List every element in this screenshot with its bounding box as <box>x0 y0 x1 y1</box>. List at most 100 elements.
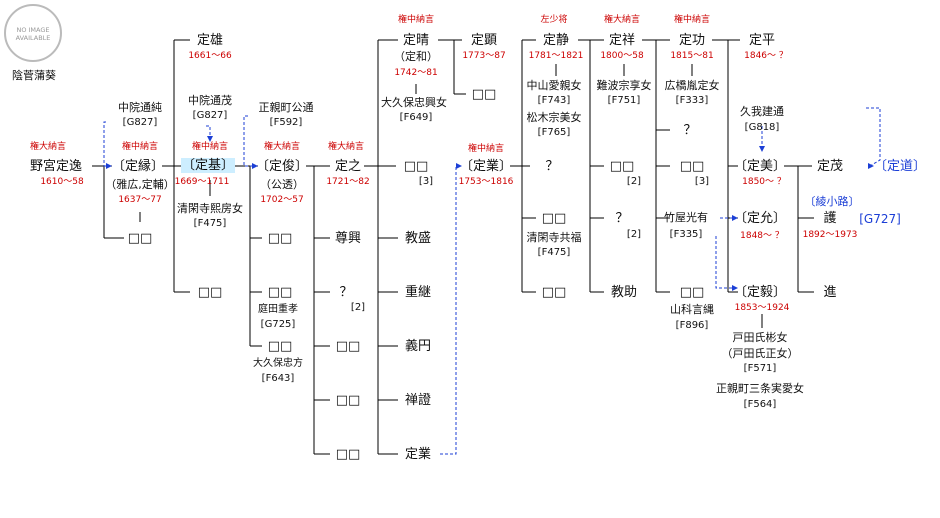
takeya-mitsuari-ref: [F335] <box>669 229 703 240</box>
sadamoto-name[interactable]: 〔定基〕 <box>180 158 236 173</box>
nakanoin-michishige-ref: [G827] <box>192 110 228 121</box>
yamashina-tokitsuna-ref: [F896] <box>675 320 709 331</box>
nakayama-chikaaki-jo-name[interactable]: 中山愛親女 <box>526 79 582 92</box>
unknown-i: □□ <box>403 159 429 174</box>
unknown-d: □□ <box>267 285 293 300</box>
sadanari-years: 1753～1816 <box>458 177 514 187</box>
sadayori-name[interactable]: 〔定縁〕 <box>111 159 165 174</box>
sadayoshi-years: 1800～58 <box>600 51 644 61</box>
sadami-years: 1850～ ？ <box>742 177 786 187</box>
nakanoin-michizumi-name[interactable]: 中院通純 <box>118 101 162 114</box>
toda-ujiyoshi-jo-ref: [F571] <box>743 363 777 374</box>
okubo-tadaoki-jo-ref: [F649] <box>399 112 433 123</box>
sadashizu-title: 左少将 <box>540 15 568 25</box>
sadamoto-title: 権中納言 <box>191 142 229 152</box>
sadaharu-title: 権中納言 <box>397 15 435 25</box>
niwata-shigetaka-name[interactable]: 庭田重孝 <box>258 304 298 315</box>
sadanari-b-name[interactable]: 定業 <box>404 447 432 462</box>
ayanokoji-house[interactable]: 〔綾小路〕 <box>804 195 860 208</box>
sadanari-name[interactable]: 〔定業〕 <box>459 159 513 174</box>
sadashizu-name[interactable]: 定静 <box>542 33 570 48</box>
note-2c: [2] <box>626 229 642 240</box>
seikanji-tomofuku-name[interactable]: 清閑寺共福 <box>526 231 582 244</box>
sadaisao-title: 権中納言 <box>673 15 711 25</box>
unknown-k: □□ <box>541 211 567 226</box>
mamoru-name[interactable]: 護 <box>823 211 837 226</box>
sadayoshi-title: 権大納言 <box>603 15 641 25</box>
question-b: ？ <box>545 159 559 174</box>
note-2b: [2] <box>626 176 642 187</box>
kuga-takemichi-ref: [G818] <box>744 122 780 133</box>
unknown-e: □□ <box>267 339 293 354</box>
mamoru-years: 1892～1973 <box>802 230 858 240</box>
sadahaya-years: 1610～58 <box>40 177 84 187</box>
okubo-tadaoki-jo-name[interactable]: 大久保忠興女 <box>381 96 447 109</box>
sadaisao-name[interactable]: 定功 <box>678 33 706 48</box>
sadatake-name[interactable]: 〔定毅〕 <box>733 285 787 300</box>
matsuki-muneyoshi-jo-ref: [F765] <box>537 127 571 138</box>
okubo-tadakata-name[interactable]: 大久保忠方 <box>253 358 303 369</box>
note-2a: [2] <box>350 302 366 313</box>
unknown-c: □□ <box>267 231 293 246</box>
sadashizu-years: 1781～1821 <box>528 51 584 61</box>
norimori-name[interactable]: 教盛 <box>404 231 432 246</box>
question-a: ？ <box>339 285 353 300</box>
zensho-name[interactable]: 禅證 <box>404 393 432 408</box>
note-3a: [3] <box>418 176 434 187</box>
sadayoshi-name[interactable]: 定祥 <box>608 33 636 48</box>
sadatake-years: 1853～1924 <box>734 303 790 313</box>
ogimachi-kinmichi-ref: [F592] <box>269 117 303 128</box>
nanba-muneyuki-jo-ref: [F751] <box>607 95 641 106</box>
sadao-name[interactable]: 定雄 <box>196 33 224 48</box>
nakanoin-michishige-name[interactable]: 中院通茂 <box>188 94 232 107</box>
hirohashi-tanesada-jo-name[interactable]: 広橋胤定女 <box>664 79 720 92</box>
seikanji-tomofuku-ref: [F475] <box>537 247 571 258</box>
ayanokoji-ref[interactable]: [G727] <box>859 212 901 226</box>
sadahaya-name[interactable]: 野宮定逸 <box>29 159 83 174</box>
yoshien-name[interactable]: 義円 <box>404 339 432 354</box>
sadaaki-name[interactable]: 定顕 <box>470 33 498 48</box>
unknown-n: □□ <box>679 159 705 174</box>
sadashige-name[interactable]: 定茂 <box>816 159 844 174</box>
sadahira-name[interactable]: 定平 <box>748 33 776 48</box>
sadatoshi-years: 1702～57 <box>260 195 304 205</box>
unknown-m: □□ <box>609 159 635 174</box>
sonko-name[interactable]: 尊興 <box>334 231 362 246</box>
nanba-muneyuki-jo-name[interactable]: 難波宗享女 <box>596 79 652 92</box>
unknown-a: □□ <box>127 231 153 246</box>
toda-ujiyoshi-jo-name[interactable]: 戸田氏彬女 <box>732 331 788 344</box>
sadaharu-name[interactable]: 定晴 <box>402 33 430 48</box>
sadatoshi-alias: （公透） <box>260 178 304 191</box>
seikanji-hirofusa-jo-name[interactable]: 清閑寺熙房女 <box>177 202 243 215</box>
sadaisao-years: 1815～81 <box>670 51 714 61</box>
ogimachisanjo-saneai-jo-name[interactable]: 正親町三条実愛女 <box>716 382 804 395</box>
ogimachi-kinmichi-name[interactable]: 正親町公通 <box>258 101 314 114</box>
unknown-o: □□ <box>679 285 705 300</box>
unknown-b: □□ <box>197 285 223 300</box>
toda-ujiyoshi-jo-alias: （戸田氏正女） <box>721 347 799 360</box>
sadayuki-name[interactable]: 定之 <box>334 159 362 174</box>
unknown-h: □□ <box>335 447 361 462</box>
sadamitsu-name[interactable]: 〔定允〕 <box>733 211 787 226</box>
shigetsugu-name[interactable]: 重継 <box>404 285 432 300</box>
question-c: ？ <box>615 211 629 226</box>
sadatoshi-title: 権大納言 <box>263 142 301 152</box>
seikanji-hirofusa-jo-ref: [F475] <box>193 218 227 229</box>
takeya-mitsuari-name[interactable]: 竹屋光有 <box>664 211 708 224</box>
ogimachisanjo-saneai-jo-ref: [F564] <box>743 399 777 410</box>
sadamichi-name[interactable]: 〔定道〕 <box>873 159 927 174</box>
susumu-name[interactable]: 進 <box>823 285 837 300</box>
sadami-name[interactable]: 〔定美〕 <box>733 159 787 174</box>
okubo-tadakata-ref: [F643] <box>261 373 295 384</box>
matsuki-muneyoshi-jo-name[interactable]: 松木宗美女 <box>526 111 582 124</box>
nakanoin-michizumi-ref: [G827] <box>122 117 158 128</box>
norisuke-name[interactable]: 教助 <box>610 285 638 300</box>
yamashina-tokitsuna-name[interactable]: 山科言縄 <box>670 303 714 316</box>
kuga-takemichi-name[interactable]: 久我建通 <box>740 105 784 118</box>
sadamitsu-years: 1848～ ？ <box>740 231 784 241</box>
sadatoshi-name[interactable]: 〔定俊〕 <box>255 159 309 174</box>
sadanari-title: 権中納言 <box>467 144 505 154</box>
site-caption: 陰菅蒲葵 <box>12 69 56 82</box>
sadaharu-alias: （定和） <box>394 50 438 63</box>
